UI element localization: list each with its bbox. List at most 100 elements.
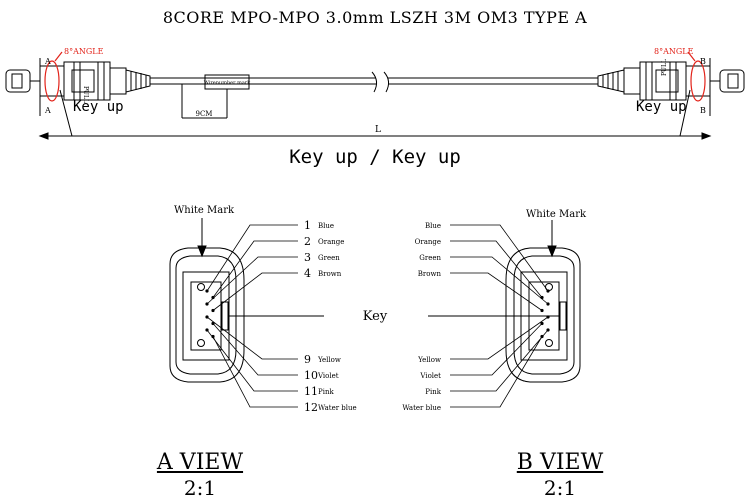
a-view-fiber-leaders — [206, 224, 298, 408]
left-cap-window — [11, 73, 23, 89]
b-view-fiber-color: Yellow — [417, 356, 441, 364]
wire-number-mark-label: Wirenumber mark — [204, 80, 251, 86]
a-view-fiber-color: Pink — [318, 388, 334, 396]
a-view-fiber-dot — [211, 321, 215, 326]
a-view-fiber-color: Green — [318, 254, 340, 262]
end-b-label: B — [700, 57, 706, 66]
a-view-fiber-leader — [206, 224, 298, 292]
end-b-label-lower: B — [700, 106, 706, 115]
a-view-scale: 2:1 — [183, 476, 217, 500]
a-view-fiber-leader — [212, 336, 298, 408]
left-strain-relief-boot — [125, 69, 151, 93]
b-view-fiber-leader — [450, 256, 549, 305]
a-view-fiber-color: Brown — [318, 270, 342, 278]
b-view-fiber-positions — [540, 289, 550, 339]
a-view-fiber-dot — [211, 334, 215, 339]
a-view-fiber-number: 9 — [304, 353, 311, 366]
a-view-fiber-dot — [211, 308, 215, 313]
a-view-fiber-leader — [206, 316, 298, 360]
left-dust-cap — [5, 69, 31, 93]
b-view-fiber-color: Orange — [415, 238, 441, 246]
end-a-label: A — [44, 57, 51, 66]
a-view-connector-face — [169, 218, 324, 383]
left-angle-marker — [44, 60, 60, 102]
a-view-fiber-number: 1 — [304, 219, 311, 232]
b-view-key — [559, 301, 567, 331]
a-view-fiber-number: 2 — [304, 235, 311, 248]
a-view-white-mark-label: White Mark — [174, 205, 235, 216]
right-crimp-sleeve — [623, 67, 641, 95]
a-view-fiber-color: Yellow — [317, 356, 341, 364]
right-pull-label: PULL — [661, 59, 668, 76]
dimension-9cm-label: 9CM — [196, 110, 213, 118]
b-view-fiber-leaders — [450, 224, 549, 408]
left-pull-label: PULL — [82, 86, 89, 103]
right-pull-tab — [655, 69, 679, 93]
left-crimp-sleeve — [109, 67, 127, 95]
right-angle-marker — [690, 60, 706, 102]
b-view-fiber-leader — [450, 329, 549, 392]
a-view-title: A VIEW — [156, 450, 244, 475]
b-view-fiber-color: Green — [419, 254, 441, 262]
left-angle-label: 8°ANGLE — [64, 47, 104, 56]
b-view-fiber-dot — [546, 315, 550, 319]
length-label: L — [375, 125, 381, 135]
a-view-key — [221, 301, 229, 331]
drawing-title: 8CORE MPO-MPO 3.0mm LSZH 3M OM3 TYPE A — [162, 8, 588, 27]
key-orientation-summary: Key up / Key up — [289, 146, 461, 168]
a-view-fiber-color: Blue — [318, 222, 334, 230]
b-view-fiber-leader — [450, 224, 549, 292]
a-view-fiber-color: Water blue — [318, 404, 357, 412]
a-view-fiber-positions — [205, 289, 215, 339]
a-view-fiber-leader — [212, 323, 298, 376]
b-view-fiber-dot — [546, 302, 550, 306]
b-view-fiber-color: Pink — [425, 388, 441, 396]
b-view-fiber-color: Water blue — [402, 404, 441, 412]
b-view-scale: 2:1 — [543, 476, 577, 500]
b-view-fiber-dot — [540, 295, 544, 300]
a-view-fiber-leader — [212, 240, 298, 298]
b-view-title: B VIEW — [516, 450, 604, 475]
b-view-fiber-dot — [546, 328, 550, 332]
a-view-fiber-leader — [206, 329, 298, 392]
a-view-fiber-dot — [205, 289, 209, 293]
a-view-fiber-number: 11 — [304, 385, 318, 398]
a-view-fiber-leader — [206, 256, 298, 305]
b-view-fiber-leader — [450, 240, 543, 298]
b-view-fiber-leader — [450, 336, 543, 408]
left-pull-tab — [71, 69, 95, 93]
b-view-fiber-dot — [546, 289, 550, 293]
left-key-up-label: Key up — [73, 99, 124, 115]
a-view-fiber-leader — [212, 272, 298, 311]
b-view-fiber-color: Violet — [419, 372, 441, 380]
a-view-fiber-color: Orange — [318, 238, 344, 246]
b-view-fiber-labels: BlueOrangeGreenBrownYellowVioletPinkWate… — [402, 222, 441, 412]
a-view-fiber-number: 4 — [304, 267, 311, 280]
a-view-fiber-dot — [205, 302, 209, 306]
b-view-fiber-dot — [540, 308, 544, 313]
right-dust-cap — [719, 69, 745, 93]
cable-break-mark — [371, 71, 378, 93]
right-key-up-label: Key up — [636, 99, 687, 115]
a-view-fiber-color: Violet — [317, 372, 339, 380]
b-view-fiber-dot — [540, 334, 544, 339]
b-view-fiber-color: Brown — [418, 270, 442, 278]
end-a-label-lower: A — [44, 106, 51, 115]
b-view-fiber-dot — [540, 321, 544, 326]
a-view-fiber-number: 12 — [304, 401, 318, 414]
b-view-fiber-color: Blue — [425, 222, 441, 230]
key-label: Key — [363, 309, 388, 324]
a-view-fiber-dot — [205, 328, 209, 332]
b-view-fiber-leader — [450, 323, 543, 376]
b-view-fiber-leader — [450, 272, 543, 311]
a-view-fiber-dot — [205, 315, 209, 319]
a-view-fiber-number: 10 — [304, 369, 318, 382]
right-strain-relief-boot — [597, 69, 625, 93]
right-cap-window — [727, 73, 739, 89]
a-view-fiber-dot — [211, 295, 215, 300]
a-view-fiber-number: 3 — [304, 251, 311, 264]
b-view-white-mark-label: White Mark — [526, 209, 587, 220]
b-view-connector-face — [428, 220, 581, 383]
